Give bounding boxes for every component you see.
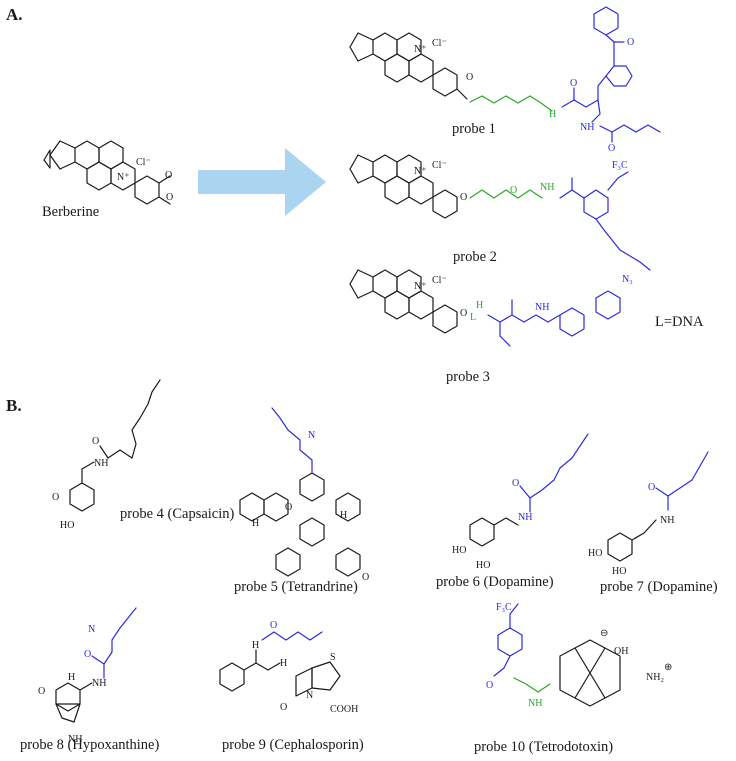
probe4-structure: NH O O HO	[52, 379, 161, 531]
probe5-label: probe 5 (Tetrandrine)	[234, 579, 358, 595]
probe3-label: probe 3	[446, 369, 490, 385]
probe8-label: probe 8 (Hypoxanthine)	[20, 737, 160, 753]
probe2-structure: N⁺ Cl⁻ O O NH F₃C	[349, 154, 651, 271]
probe7-ho-atom-2: HO	[612, 566, 626, 577]
probe9-o-atom-2: O	[280, 702, 287, 713]
probe1-label: probe 1	[452, 121, 496, 137]
probe9-nh-atom: H	[252, 640, 259, 651]
probe1-ketone-o: O	[627, 37, 634, 48]
probe7-o-atom: O	[648, 482, 655, 493]
probe4-ome-atom: O	[52, 492, 59, 503]
probe5-h-atom-2: H	[340, 510, 347, 521]
probe1-nh-atom: H	[549, 109, 556, 120]
probe1-o-atom: O	[570, 78, 577, 89]
berberine-cl-atom: Cl⁻	[136, 157, 151, 168]
probe7-ho-atom: HO	[588, 548, 602, 559]
probe2-o-atom: O	[460, 192, 467, 203]
probe9-o-atom: O	[270, 620, 277, 631]
probe1-amide-o: O	[608, 143, 615, 154]
probe2-label: probe 2	[453, 249, 497, 265]
probe10-oh-atom: OH	[614, 646, 628, 657]
probe2-cl-atom: Cl⁻	[432, 160, 447, 171]
probe10-ominus-atom: ⊖	[600, 628, 608, 639]
probe5-ome-atom: O	[362, 572, 369, 583]
probe4-o-atom: O	[92, 436, 99, 447]
probe3-n3-atom: N₃	[622, 274, 633, 285]
probe6-label: probe 6 (Dopamine)	[436, 574, 554, 590]
probe4-nh-atom: NH	[94, 458, 108, 469]
probe6-nh-atom: NH	[518, 512, 532, 523]
probe1-structure: N⁺ Cl⁻ O H O O NH O	[349, 6, 661, 154]
probe8-o-atom: O	[84, 649, 91, 660]
probe6-ho-atom-2: HO	[476, 560, 490, 571]
probe3-n-atom: N⁺	[414, 281, 427, 292]
probe3-structure: N⁺ Cl⁻ O L H NH N₃	[349, 269, 633, 347]
probe7-nh-atom: NH	[660, 515, 674, 526]
probe9-label: probe 9 (Cephalosporin)	[222, 737, 364, 753]
probe3-o-atom: O	[460, 308, 467, 319]
probe3-linker-nh: H	[476, 300, 483, 311]
berberine-structure: O O N⁺ Cl⁻	[43, 140, 173, 205]
probe1-n-atom: N⁺	[414, 44, 427, 55]
berberine-o-atom-2: O	[165, 170, 172, 181]
probe9-s-atom: S	[330, 652, 336, 663]
probe4-label: probe 4 (Capsaicin)	[120, 506, 235, 522]
probe4-ho-atom: HO	[60, 520, 74, 531]
probe3-cl-atom: Cl⁻	[432, 275, 447, 286]
berberine-n-atom: N⁺	[117, 172, 130, 183]
probe10-nh-atom: NH	[528, 698, 542, 709]
probe5-n-atom: N	[308, 430, 315, 441]
probe2-ether-o: O	[510, 185, 517, 196]
probe7-structure: NH O HO HO	[588, 451, 709, 577]
probe10-nh2-atom: NH₂	[646, 672, 664, 683]
probe1-nh-atom-2: NH	[580, 122, 594, 133]
probe9-n-atom: N	[306, 690, 313, 701]
probe6-structure: NH O HO HO	[452, 433, 589, 571]
probe5-structure: N O H H O	[239, 407, 369, 583]
probe8-nh-atom-2: NH	[68, 734, 82, 745]
probe10-f3c-atom: F₃C	[496, 602, 512, 613]
probe7-label: probe 7 (Dopamine)	[600, 579, 718, 595]
berberine-label: Berberine	[42, 204, 100, 220]
probe2-nh-atom: NH	[540, 182, 554, 193]
probe10-label: probe 10 (Tetrodotoxin)	[474, 739, 614, 755]
section-b-label: B.	[6, 396, 22, 415]
linker-note: L=DNA	[655, 314, 704, 330]
probe9-cooh-atom: COOH	[330, 704, 358, 715]
probe5-o-atom: O	[285, 502, 292, 513]
probe8-h-atom: H	[68, 672, 75, 683]
probe8-structure: NH O N H O NH	[38, 607, 137, 745]
probe10-structure: F₃C O NH ⊖ OH NH₂ ⊕	[486, 602, 672, 709]
berberine-o-atom: O	[166, 192, 173, 203]
probe9-structure: H O H S N O COOH	[219, 620, 358, 715]
probe5-h-atom: H	[252, 518, 259, 529]
section-a-label: A.	[6, 5, 23, 24]
probe10-oplus-atom: ⊕	[664, 662, 672, 673]
probe3-l-atom: L	[470, 312, 476, 323]
probe3-nh-atom: NH	[535, 302, 549, 313]
probe8-o-atom-2: O	[38, 686, 45, 697]
probe8-nh-atom: NH	[92, 678, 106, 689]
probe9-nh-atom-2: H	[280, 658, 287, 669]
probe2-n-atom: N⁺	[414, 166, 427, 177]
probe1-ome-atom: O	[466, 72, 473, 83]
probe6-o-atom: O	[512, 478, 519, 489]
probe2-f3c-atom: F₃C	[612, 160, 628, 171]
probe1-cl-atom: Cl⁻	[432, 38, 447, 49]
probe10-o-atom: O	[486, 680, 493, 691]
probe6-ho-atom: HO	[452, 545, 466, 556]
probe8-n-atom: N	[88, 624, 95, 635]
